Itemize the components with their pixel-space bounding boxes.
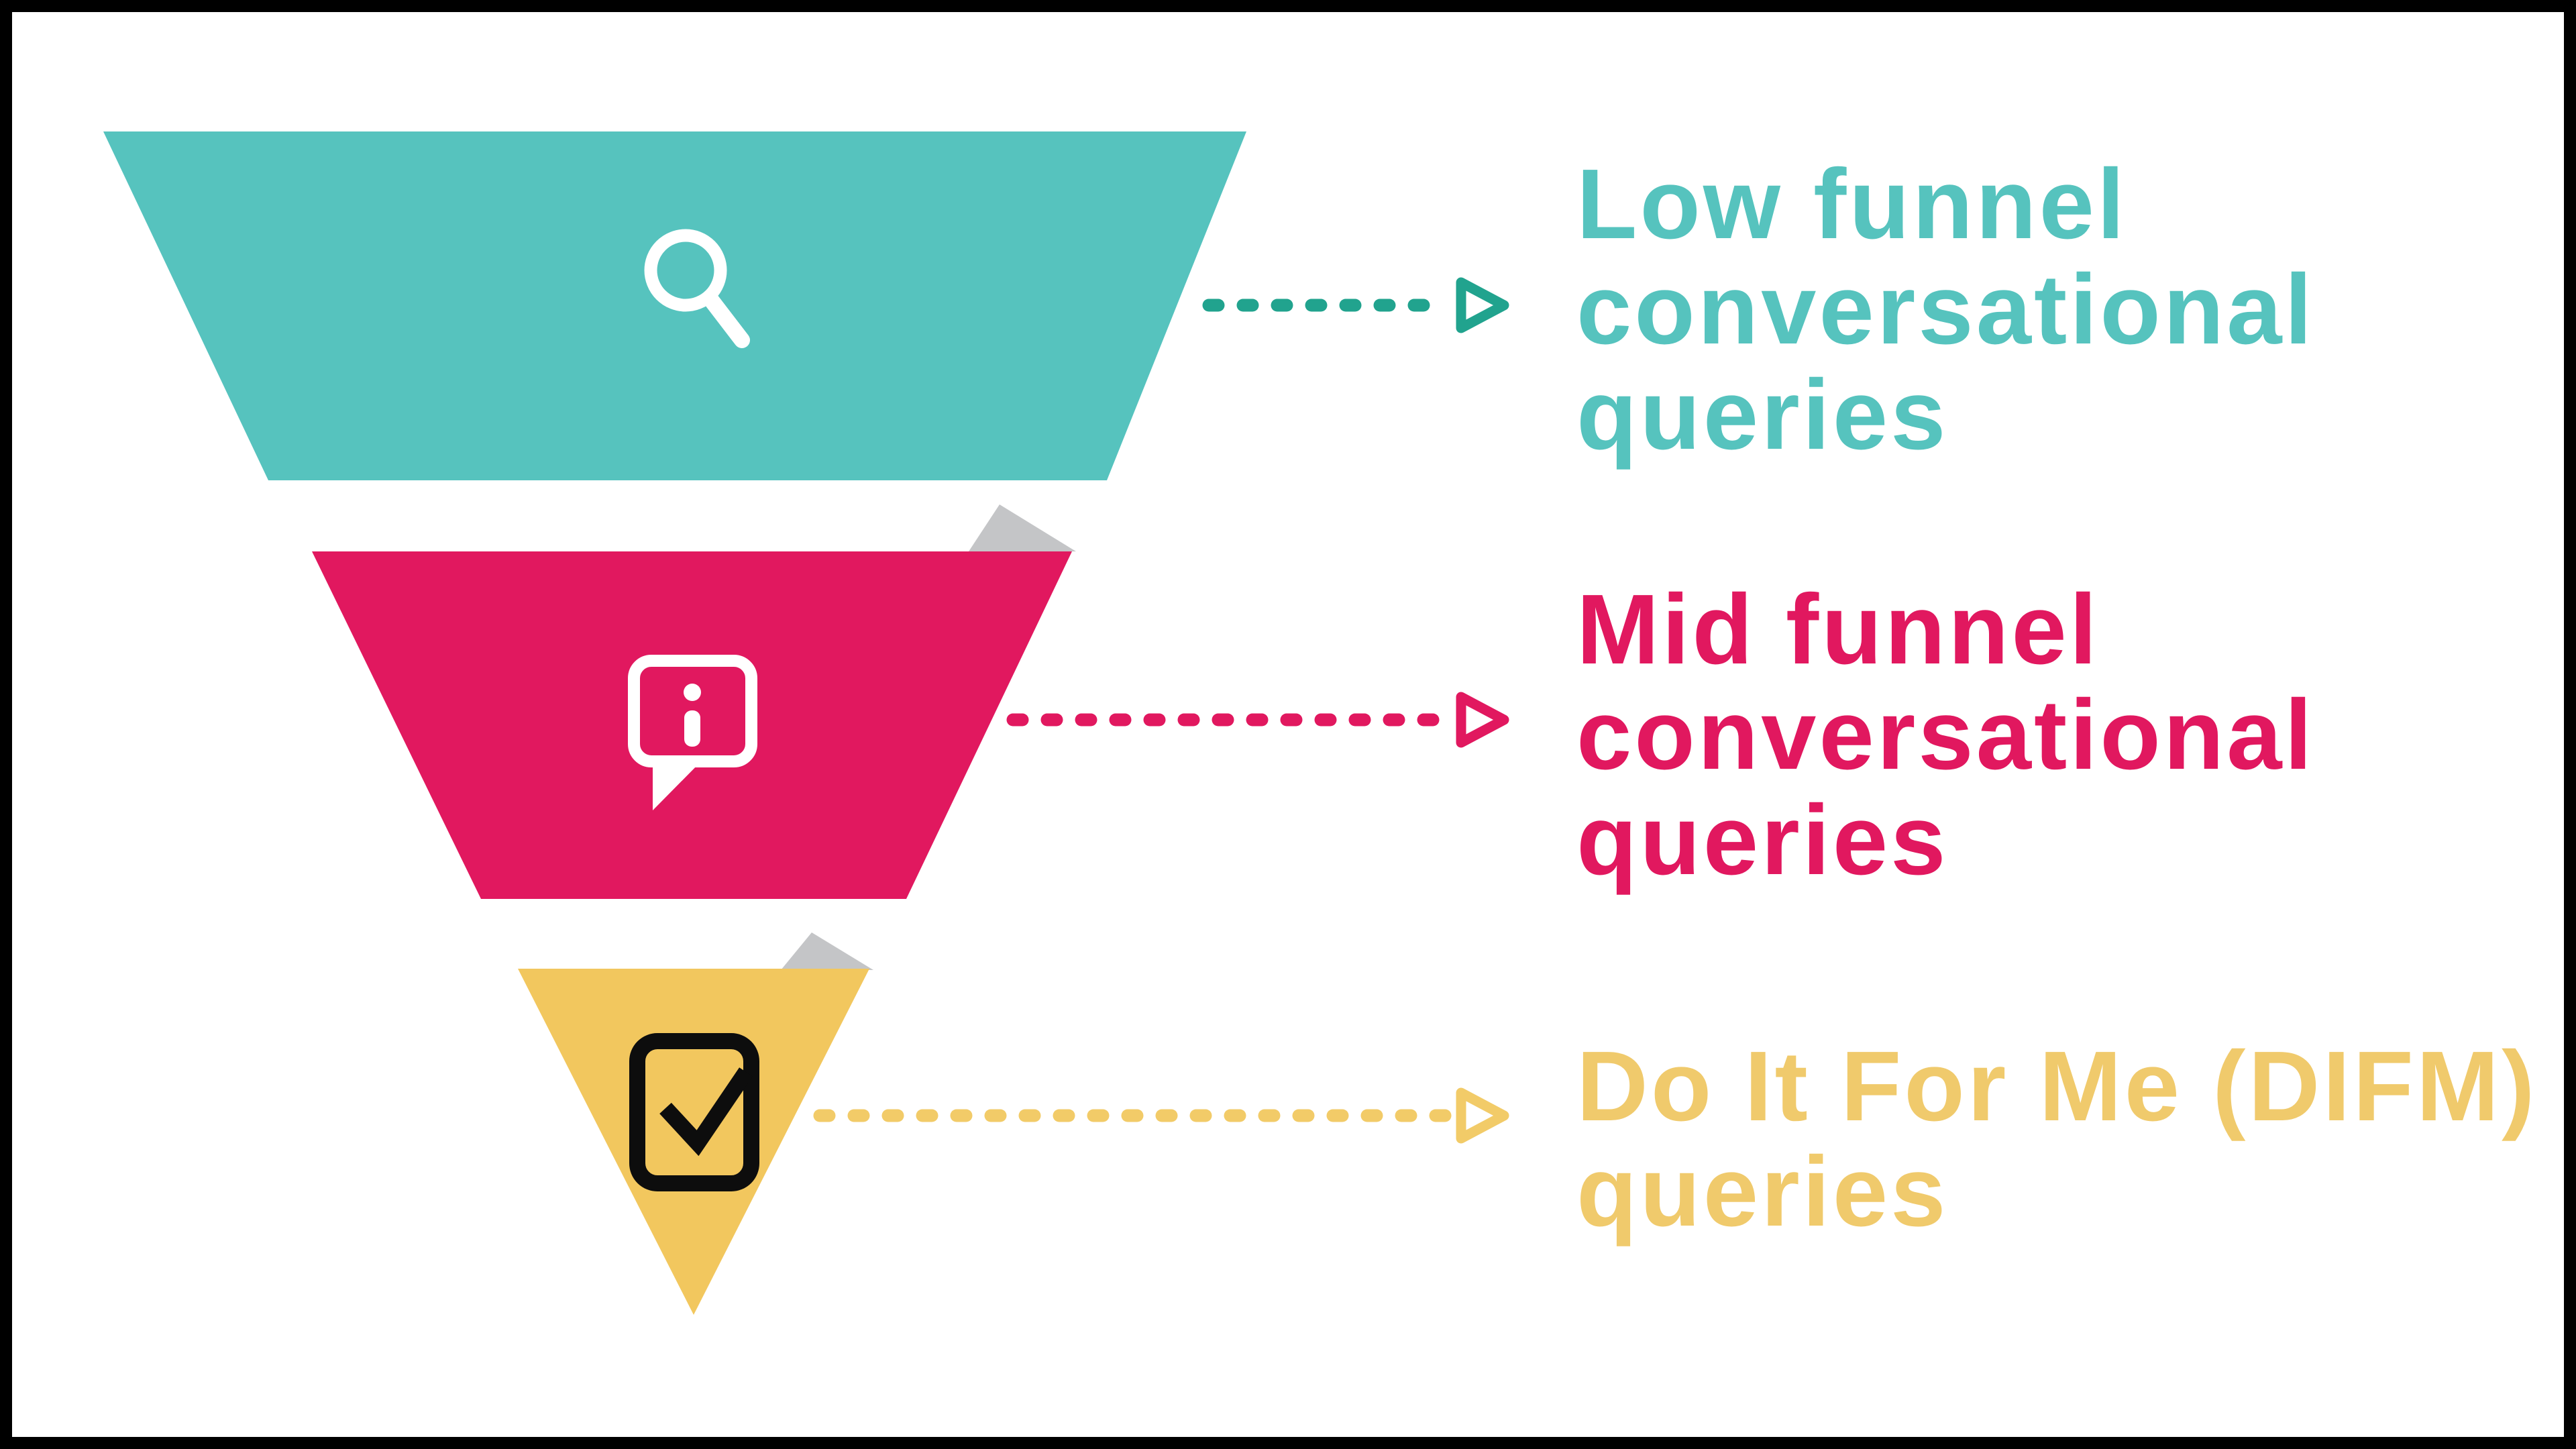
label-line: Do It For Me (DIFM)	[1576, 1031, 2538, 1142]
arrow-difm	[813, 1087, 1509, 1144]
label-line: Mid funnel	[1576, 574, 2100, 685]
label-line: queries	[1576, 785, 1949, 896]
arrowhead-low	[1456, 277, 1509, 333]
page-fold-difm	[781, 932, 873, 970]
arrowhead-mid	[1456, 692, 1509, 748]
arrowhead-difm	[1456, 1087, 1509, 1144]
label-line: queries	[1576, 360, 1949, 470]
arrow-mid	[1006, 692, 1509, 748]
label-line: conversational	[1576, 680, 2315, 790]
label-difm: Do It For Me (DIFM) queries	[1576, 1034, 2537, 1244]
info-speech-bubble-icon	[628, 655, 757, 810]
page-fold-mid	[969, 504, 1076, 551]
label-line: queries	[1576, 1136, 1949, 1247]
label-line: Low funnel	[1576, 149, 2127, 260]
label-low-funnel: Low funnel conversational queries	[1576, 152, 2315, 468]
label-line: conversational	[1576, 254, 2315, 365]
search-icon	[644, 229, 750, 348]
checkbox-checked-icon	[629, 1033, 759, 1191]
arrow-low	[1202, 277, 1509, 333]
label-mid-funnel: Mid funnel conversational queries	[1576, 577, 2315, 893]
